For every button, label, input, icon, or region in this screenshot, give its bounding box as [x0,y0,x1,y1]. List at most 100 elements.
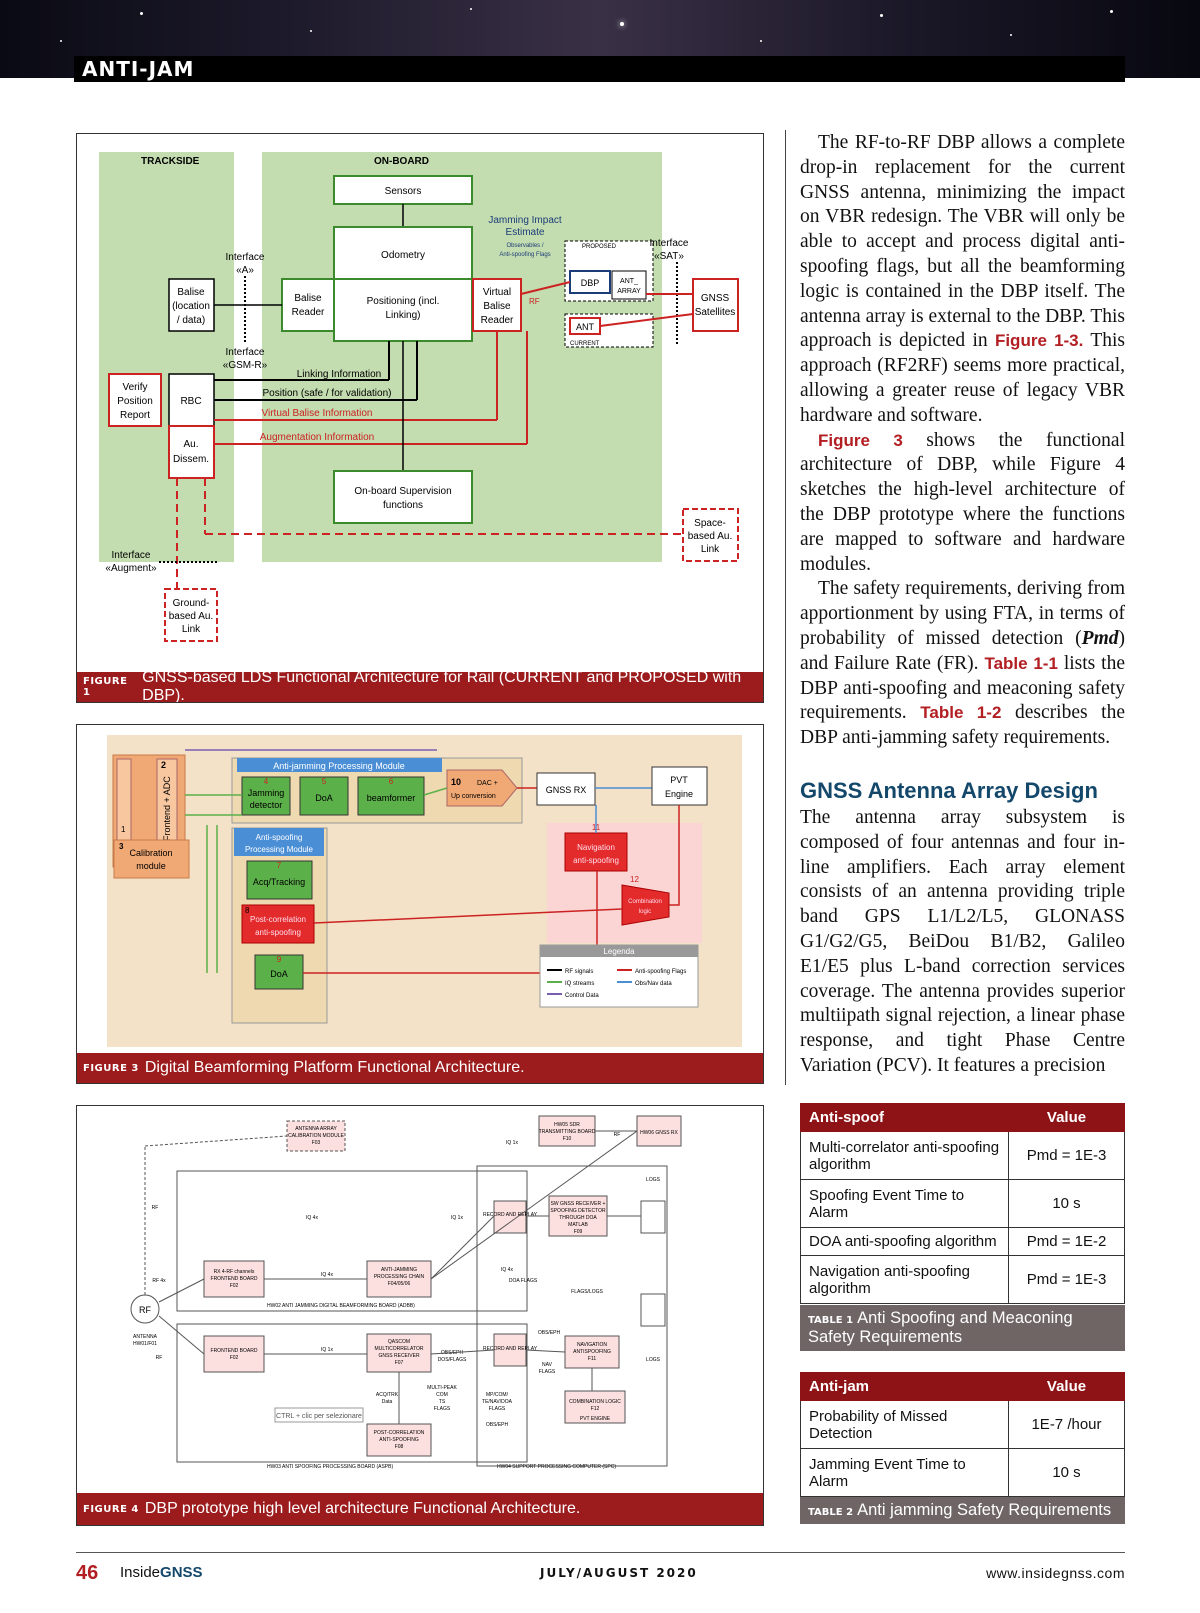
svg-text:GNSS: GNSS [701,293,730,304]
svg-text:Obs/Nav data: Obs/Nav data [635,981,672,987]
svg-text:ANTISPOOFING: ANTISPOOFING [573,1349,611,1355]
figure-reference[interactable]: Figure 1-3. [994,331,1084,351]
svg-text:ACQ/TRK: ACQ/TRK [376,1392,399,1398]
figure-1: TRACKSIDE ON-BOARD Sensors Odometry Posi… [76,133,764,703]
svg-text:MATLAB: MATLAB [568,1222,588,1228]
paragraph: The antenna array subsystem is composed … [800,807,1125,1076]
svg-text:OBS/EPH: OBS/EPH [486,1422,509,1428]
svg-text:Linking Information: Linking Information [297,369,382,380]
svg-text:IQ 4x: IQ 4x [321,1272,333,1278]
svg-text:PVT: PVT [670,775,688,785]
svg-text:MP/COM/: MP/COM/ [486,1392,509,1398]
svg-text:6: 6 [389,777,394,786]
svg-text:TRANSMITTING BOARD: TRANSMITTING BOARD [539,1129,596,1135]
svg-text:Link: Link [701,544,720,555]
svg-text:DAC +: DAC + [477,780,498,787]
website-link[interactable]: www.insidegnss.com [986,1565,1125,1581]
paragraph: The RF-to-RF DBP allows a complete drop-… [800,132,1125,426]
svg-text:Interface: Interface [226,347,265,358]
table-reference[interactable]: Table 1-1 [984,653,1058,673]
svg-text:Jamming: Jamming [248,788,285,798]
svg-text:IQ streams: IQ streams [565,981,594,987]
svg-text:MULTICORRELATOR: MULTICORRELATOR [375,1346,424,1352]
section-heading: GNSS Antenna Array Design [800,778,1098,803]
svg-text:Calibration: Calibration [129,848,172,858]
svg-text:TE/NAV/DOA: TE/NAV/DOA [482,1399,513,1405]
svg-text:Legenda: Legenda [603,947,635,956]
svg-text:IQ 1x: IQ 1x [451,1215,463,1221]
svg-text:HW03 ANTI SPOOFING PROCESSING: HW03 ANTI SPOOFING PROCESSING BOARD (ASP… [267,1464,393,1470]
svg-text:FLAGS: FLAGS [489,1406,506,1412]
svg-text:DOA FLAGS: DOA FLAGS [509,1278,538,1284]
svg-text:COMBINATION LOGIC: COMBINATION LOGIC [569,1399,621,1405]
table-reference[interactable]: Table 1-2 [920,703,1002,723]
svg-text:/ data): / data) [177,315,205,326]
svg-text:«Augment»: «Augment» [105,563,157,574]
svg-text:Augmentation Information: Augmentation Information [260,432,375,443]
figure-1-diagram: TRACKSIDE ON-BOARD Sensors Odometry Posi… [99,152,739,642]
table-cell: 10 s [1008,1448,1125,1497]
svg-text:Data: Data [382,1399,393,1405]
svg-text:Reader: Reader [292,307,325,318]
svg-text:RBC: RBC [180,396,201,407]
svg-text:COM: COM [436,1392,448,1398]
svg-text:HW06 GNSS RX: HW06 GNSS RX [640,1130,678,1136]
svg-text:Position (safe / for validatio: Position (safe / for validation) [263,388,392,399]
svg-text:HW01/F01: HW01/F01 [133,1341,157,1347]
svg-text:IQ 4x: IQ 4x [501,1267,513,1273]
svg-text:Balise: Balise [483,301,511,312]
svg-text:functions: functions [383,500,423,511]
svg-text:FLAGS: FLAGS [539,1369,556,1375]
svg-text:RF signals: RF signals [565,969,593,975]
svg-text:Virtual Balise Information: Virtual Balise Information [262,408,373,419]
svg-text:On-board Supervision: On-board Supervision [354,486,451,497]
svg-text:8: 8 [245,906,250,915]
table-header: Value [1008,1372,1125,1401]
column-divider [785,130,786,1085]
svg-text:NAVIGATION: NAVIGATION [577,1342,607,1348]
svg-text:FRONTEND BOARD: FRONTEND BOARD [211,1348,258,1354]
paragraph: Figure 3 shows the functional architectu… [800,429,1126,575]
svg-text:(location: (location [172,301,210,312]
svg-text:RF: RF [529,297,540,306]
svg-text:1: 1 [121,825,126,834]
svg-text:9: 9 [277,955,282,964]
svg-text:TRACKSIDE: TRACKSIDE [141,156,200,167]
svg-text:LOGS: LOGS [646,1357,661,1363]
svg-text:Up conversion: Up conversion [451,793,496,800]
svg-text:FRONTEND BOARD: FRONTEND BOARD [211,1276,258,1282]
svg-text:ON-BOARD: ON-BOARD [374,156,429,167]
figure-reference[interactable]: Figure 3 [818,430,903,450]
svg-text:CURRENT: CURRENT [570,341,600,347]
paragraph: The safety requirements, deriving from a… [800,578,1125,749]
table-cell: Pmd = 1E-2 [1008,1227,1125,1256]
page-number: 46 [76,1562,99,1584]
svg-text:Interface: Interface [650,238,689,249]
svg-text:ANTENNA ARRAY: ANTENNA ARRAY [295,1126,337,1132]
svg-text:TS: TS [439,1399,446,1405]
svg-text:F11: F11 [588,1356,596,1362]
svg-text:Linking): Linking) [385,310,420,321]
svg-text:logic: logic [639,909,651,915]
table-cell: Multi-correlator anti-spoofing algorithm [800,1131,1009,1180]
svg-text:Anti-spoofing: Anti-spoofing [256,833,303,842]
svg-text:Report: Report [120,410,150,421]
svg-text:Processing Module: Processing Module [245,845,314,854]
svg-text:Frontend + ADC: Frontend + ADC [162,776,172,841]
svg-text:Space-: Space- [694,518,726,529]
svg-text:module: module [136,861,166,871]
svg-text:Dissem.: Dissem. [173,454,209,465]
svg-text:F10: F10 [563,1136,572,1142]
svg-text:Au.: Au. [183,439,198,450]
table-cell: Navigation anti-spoofing algorithm [800,1255,1009,1304]
svg-text:RF: RF [614,1132,621,1138]
svg-text:Anti-spoofing Flags: Anti-spoofing Flags [635,969,686,975]
svg-text:detector: detector [250,800,283,810]
svg-text:QASCOM: QASCOM [388,1339,410,1345]
svg-text:DBP: DBP [581,278,600,288]
svg-text:F08: F08 [395,1444,404,1450]
